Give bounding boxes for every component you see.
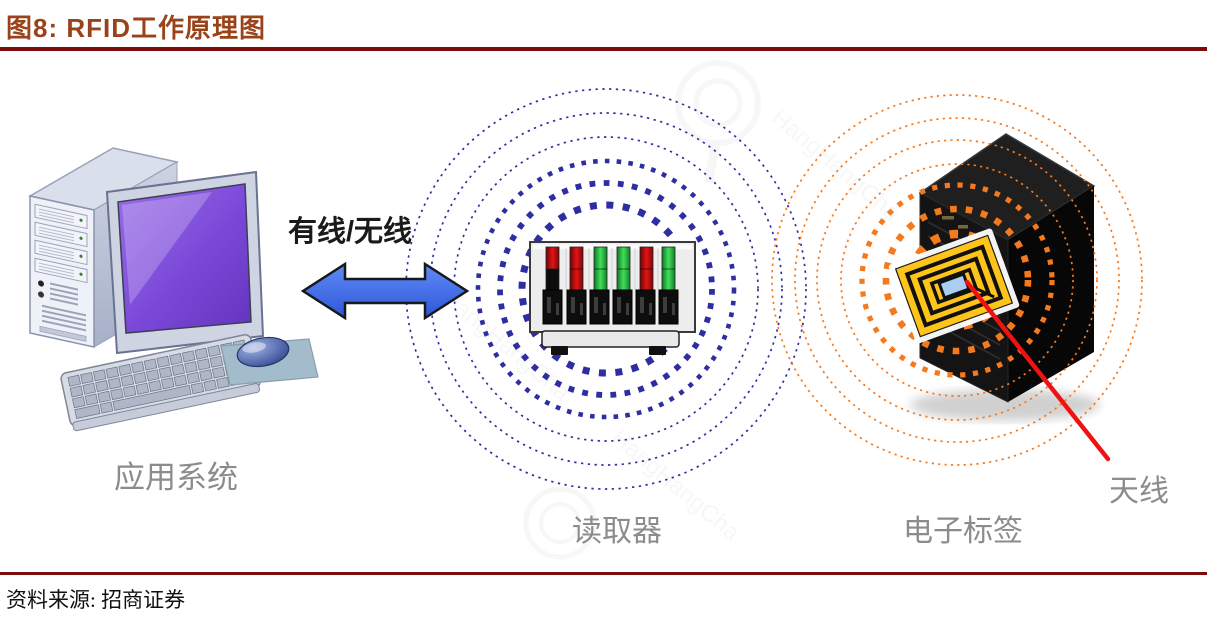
- antenna-pointer-line: [964, 279, 1111, 462]
- reader-device: [529, 241, 696, 355]
- figure-title: 图8: RFID工作原理图: [6, 13, 267, 43]
- pc-keyboard: [60, 334, 261, 432]
- title-rule: [0, 47, 1207, 51]
- reader-led-bars: [545, 246, 676, 295]
- pc-mouse: [220, 336, 319, 386]
- monitor-screen: [117, 183, 252, 334]
- tag-label: 电子标签: [903, 515, 1023, 548]
- antenna-label: 天线: [1109, 475, 1169, 508]
- desktop-computer-illustration: [27, 147, 319, 432]
- reader-label: 读取器: [572, 515, 662, 548]
- application-system-label: 应用系统: [114, 460, 238, 495]
- source-text: 资料来源: 招商证券: [6, 588, 186, 612]
- footer-rule: [0, 572, 1207, 575]
- link-label: 有线/无线: [287, 216, 413, 248]
- link-arrow: [300, 261, 470, 321]
